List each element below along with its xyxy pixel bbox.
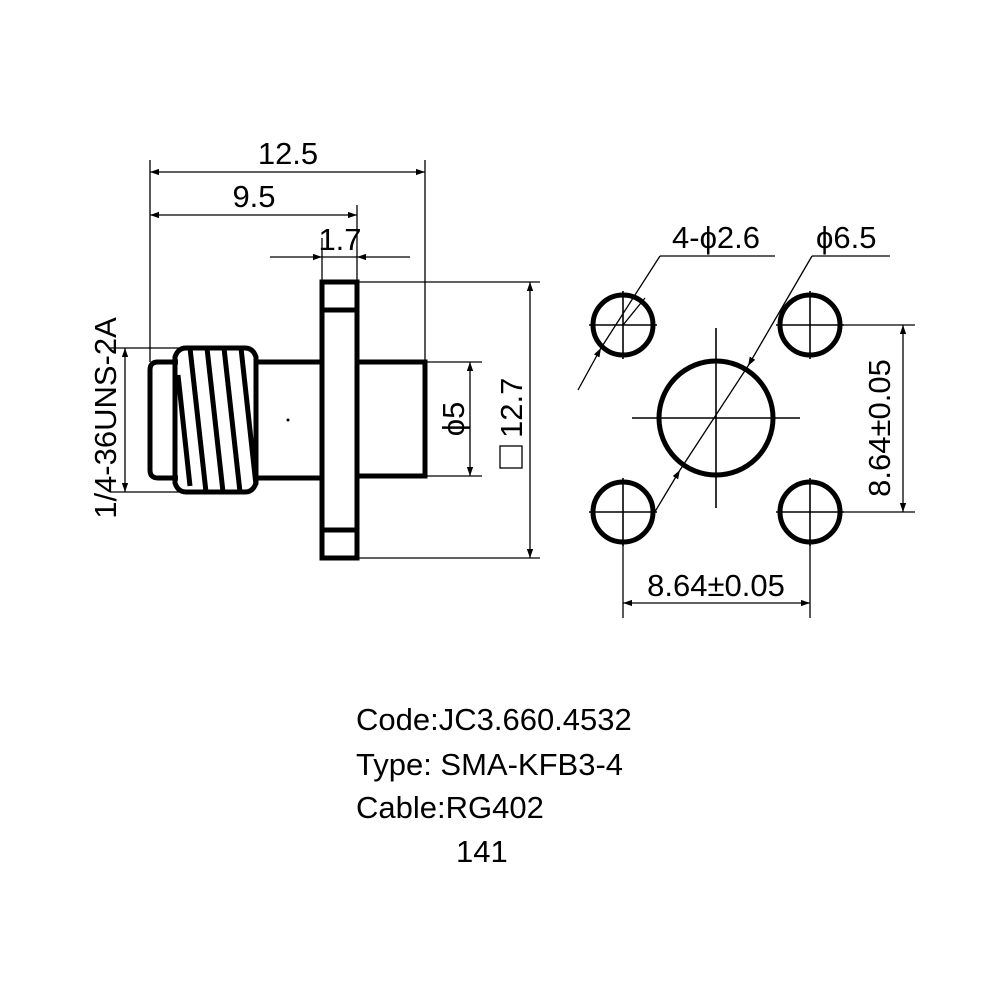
center-mark	[286, 418, 290, 422]
side-view: 12.5 9.5 1.7 ϕ5 12.7 1/4-36UNS-2A	[88, 136, 540, 561]
square-symbol	[499, 445, 523, 469]
dim-center-diameter: ϕ6.5	[816, 220, 876, 255]
connector-body	[256, 359, 322, 481]
drawing-number: 141	[456, 834, 508, 869]
dim-horizontal-spacing: 8.64±0.05	[647, 568, 785, 603]
thread-spec: 1/4-36UNS-2A	[88, 317, 123, 519]
front-view: 4-ϕ2.6 ϕ6.5 8.64±0.05 8.64±0.05	[577, 220, 915, 618]
dim-body-diameter: ϕ5	[436, 402, 471, 437]
dim-mount-holes: 4-ϕ2.6	[672, 220, 760, 255]
dim-vertical-spacing: 8.64±0.05	[862, 359, 897, 497]
flange	[319, 279, 360, 561]
connector-cap	[147, 359, 178, 481]
centerlines	[589, 291, 844, 546]
type-label: Type: SMA-KFB3-4	[356, 747, 624, 782]
rear-body	[357, 359, 428, 479]
dim-overall-length: 12.5	[258, 136, 318, 171]
cable-label: Cable:RG402	[356, 790, 544, 825]
dim-flange-square: 12.7	[494, 378, 529, 438]
threaded-barrel	[172, 345, 259, 495]
dim-flange-thickness: 1.7	[318, 222, 361, 257]
code-label: Code:JC3.660.4532	[356, 702, 632, 737]
dim-thread-to-flange: 9.5	[232, 179, 275, 214]
